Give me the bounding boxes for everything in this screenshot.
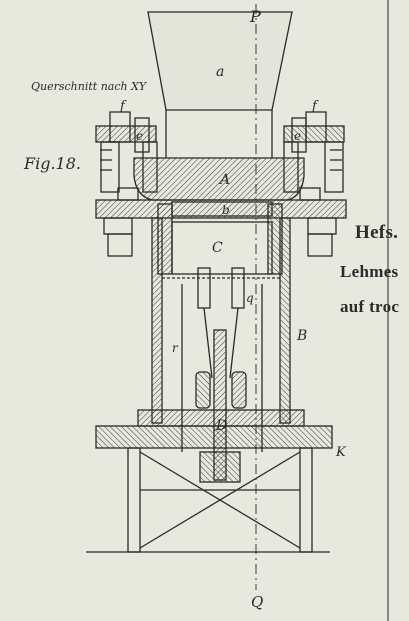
side-text-line1: Hefs. <box>355 222 399 243</box>
label-channel: b <box>222 203 230 217</box>
label-nut-left: e <box>136 129 143 143</box>
label-frame: K <box>335 445 347 460</box>
label-rod-r: r <box>172 341 179 355</box>
label-hopper: a <box>216 64 224 80</box>
wheel-left <box>195 371 211 409</box>
label-plate: A <box>218 172 230 188</box>
label-top-axis: P <box>249 7 261 26</box>
side-text-line3: auf troc <box>340 297 400 316</box>
frame-K <box>95 425 333 449</box>
label-drive: D <box>215 418 227 434</box>
flange <box>95 199 347 219</box>
label-bolt-left: f <box>119 99 127 114</box>
label-nut-right: e <box>294 129 301 143</box>
wheel-right <box>231 371 247 409</box>
figure-number: Fig.18. <box>24 154 81 173</box>
hopper <box>147 11 293 111</box>
label-casing: B <box>296 328 307 344</box>
chamber-C <box>171 221 273 275</box>
label-chamber: C <box>212 240 223 256</box>
side-text-line2: Lehmes <box>340 262 399 281</box>
plate-A <box>133 157 305 201</box>
bolt-right-head <box>283 125 345 143</box>
bolt-left-head <box>95 125 157 143</box>
label-rod-q: q <box>246 291 254 305</box>
label-bottom-axis: Q <box>251 593 263 611</box>
label-bolt-right: f <box>311 99 319 114</box>
section-caption: Querschnitt nach XY <box>31 80 147 93</box>
